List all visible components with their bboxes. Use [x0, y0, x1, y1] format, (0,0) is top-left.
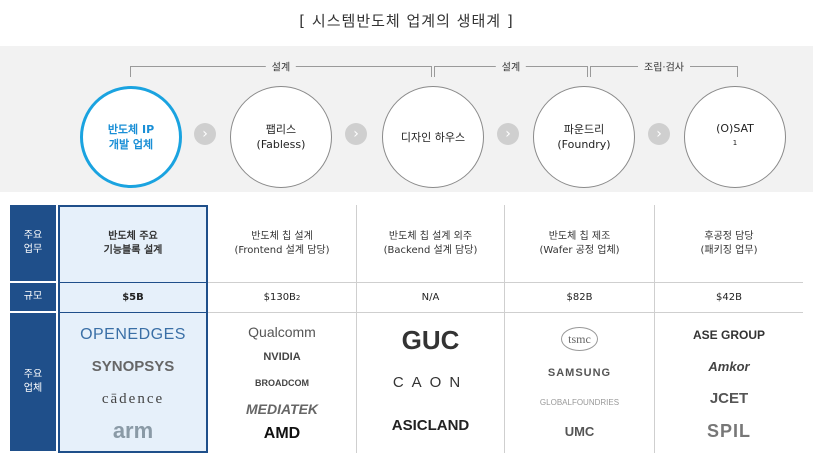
logo-broadcom: BROADCOM — [255, 377, 309, 388]
logo-amd: AMD — [263, 425, 301, 443]
row-header-duties-line2: 업무 — [23, 244, 43, 255]
stage-osat-line1: (O)SAT — [716, 121, 754, 135]
logo-cadence: cādence — [101, 391, 165, 407]
stage-fabless-line2: (Fabless) — [256, 138, 306, 151]
duty-foundry-line1: 반도체 칩 제조 — [548, 230, 611, 242]
companies-cell-osat: ASE GROUP Amkor JCET SPIL — [655, 313, 803, 453]
page-title: [ 시스템반도체 업계의 생태계 ] — [299, 12, 514, 30]
duty-cell-fabless: 반도체 칩 설계 (Frontend 설계 담당) — [208, 205, 356, 283]
companies-cell-design-house: GUC CAON ASICLAND — [357, 313, 504, 453]
duty-ip-line1: 반도체 주요 — [108, 230, 158, 242]
duty-design-house-line1: 반도체 칩 설계 외주 — [388, 230, 473, 242]
stage-foundry-line1: 파운드리 — [563, 123, 605, 136]
duty-foundry-line2: (Wafer 공정 업체) — [539, 244, 620, 256]
logo-qualcomm: Qualcomm — [248, 323, 316, 340]
row-header-companies-line1: 주요 — [23, 369, 43, 380]
group-label-design-1: 설계 — [265, 58, 297, 74]
logo-samsung: SAMSUNG — [547, 367, 612, 380]
logo-nvidia: NVIDIA — [263, 351, 301, 364]
stage-osat: (O)SAT 1 — [684, 86, 786, 188]
logo-amkor: Amkor — [708, 359, 750, 374]
column-divider — [356, 205, 357, 453]
group-label-assembly: 조립·검사 — [638, 58, 690, 74]
row-header-duties-line1: 주요 — [23, 230, 43, 241]
column-divider — [504, 205, 505, 453]
column-divider — [654, 205, 655, 453]
size-cell-design-house: N/A — [357, 283, 504, 313]
stage-ip-vendor-line1: 반도체 IP — [107, 123, 155, 136]
logo-openedges: OPENEDGES — [80, 326, 186, 343]
logo-synopsys: SYNOPSYS — [91, 358, 175, 375]
stage-fabless: 팹리스 (Fabless) — [230, 86, 332, 188]
size-ip-value: $5B — [122, 291, 144, 303]
stage-fabless-line1: 팹리스 — [265, 123, 297, 136]
size-osat-value: $42B — [716, 291, 742, 303]
stage-design-house: 디자인 하우스 — [382, 86, 484, 188]
ip-column-highlight — [58, 205, 208, 453]
size-cell-foundry: $82B — [505, 283, 654, 313]
duty-design-house-line2: (Backend 설계 담당) — [383, 244, 478, 256]
chevron-right-icon: › — [497, 123, 519, 145]
row-header-size-label: 규모 — [23, 291, 43, 302]
duty-cell-design-house: 반도체 칩 설계 외주 (Backend 설계 담당) — [357, 205, 504, 283]
stage-ip-vendor-line2: 개발 업체 — [108, 138, 154, 151]
logo-caon: CAON — [392, 373, 469, 391]
group-label-design-2: 설계 — [495, 58, 527, 74]
stage-design-house-line1: 디자인 하우스 — [400, 130, 466, 144]
logo-umc: UMC — [564, 424, 595, 440]
chevron-right-icon: › — [194, 123, 216, 145]
companies-cell-ip: OPENEDGES SYNOPSYS cādence arm — [58, 313, 208, 453]
size-design-house-value: N/A — [421, 291, 440, 303]
stage-osat-footnote: 1 — [732, 138, 738, 147]
stage-ip-vendor: 반도체 IP 개발 업체 — [80, 86, 182, 188]
size-foundry-value: $82B — [566, 291, 593, 303]
duty-osat-line1: 후공정 담당 — [704, 230, 754, 242]
size-fabless-value: $130B — [263, 291, 296, 303]
duty-fabless-line1: 반도체 칩 설계 — [251, 230, 313, 242]
stage-foundry-line2: (Foundry) — [557, 138, 611, 151]
logo-asicland: ASICLAND — [391, 416, 470, 434]
logo-guc: GUC — [401, 325, 460, 356]
duty-ip-line2: 기능블록 설계 — [103, 244, 163, 256]
logo-globalfoundries: GLOBALFOUNDRIES — [539, 397, 620, 407]
chevron-right-icon: › — [648, 123, 670, 145]
row-header-size: 규모 — [10, 283, 56, 313]
logo-spil: SPIL — [706, 421, 751, 441]
logo-ase-group: ASE GROUP — [692, 328, 765, 342]
logo-mediatek: MEDIATEK — [245, 400, 319, 417]
duty-cell-osat: 후공정 담당 (패키징 업무) — [655, 205, 803, 283]
duty-fabless-line2: (Frontend 설계 담당) — [234, 244, 330, 256]
stage-foundry: 파운드리 (Foundry) — [533, 86, 635, 188]
logo-jcet: JCET — [709, 390, 749, 407]
duty-cell-foundry: 반도체 칩 제조 (Wafer 공정 업체) — [505, 205, 654, 283]
size-cell-osat: $42B — [655, 283, 803, 313]
size-cell-ip: $5B — [58, 283, 208, 313]
size-fabless-footnote: 2 — [295, 293, 301, 302]
row-header-companies-line2: 업체 — [23, 383, 43, 394]
chevron-right-icon: › — [345, 123, 367, 145]
duty-osat-line2: (패키징 업무) — [700, 244, 758, 256]
companies-cell-foundry: tsmc SAMSUNG GLOBALFOUNDRIES UMC — [505, 313, 654, 453]
companies-cell-fabless: Qualcomm NVIDIA BROADCOM MEDIATEK AMD — [208, 313, 356, 453]
logo-tsmc: tsmc — [561, 326, 598, 351]
logo-arm: arm — [112, 418, 154, 443]
